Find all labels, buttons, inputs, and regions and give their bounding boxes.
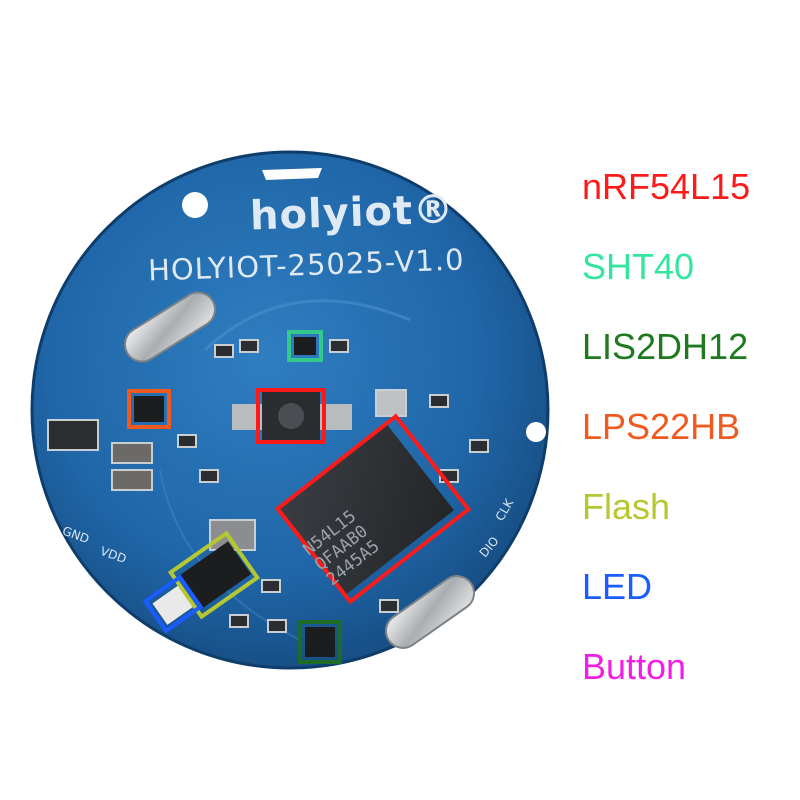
passive-components xyxy=(47,339,489,633)
led-component xyxy=(152,585,194,625)
flash-chip xyxy=(178,541,252,609)
lps22hb-chip xyxy=(134,396,164,422)
highlight-box-lis2dh12 xyxy=(298,620,342,664)
pcb-board-photo: holyiot® HOLYIOT-25025-V1.0 GND VDD CLK … xyxy=(30,150,550,670)
lis2dh12-chip xyxy=(305,627,335,657)
tactile-button xyxy=(232,392,352,440)
highlight-box-button xyxy=(256,388,326,444)
legend-item-sht40: SHT40 xyxy=(582,246,695,287)
component-legend: nRF54L15 SHT40 LIS2DH12 LPS22HB Flash LE… xyxy=(582,160,792,720)
pcb-board xyxy=(30,150,550,670)
highlight-box-led xyxy=(142,574,204,634)
highlight-box-lps22hb xyxy=(127,389,171,429)
highlight-box-nrf54l15 xyxy=(274,413,472,605)
legend-item-flash: Flash xyxy=(582,486,671,527)
board-brand-logo: holyiot® xyxy=(249,186,455,240)
legend-item-nrf54l15: nRF54L15 xyxy=(582,166,751,207)
legend-item-lps22hb: LPS22HB xyxy=(582,406,741,447)
sht40-chip xyxy=(294,337,316,355)
legend-item-button: Button xyxy=(582,646,687,687)
legend-item-lis2dh12: LIS2DH12 xyxy=(582,326,749,367)
highlight-box-sht40 xyxy=(287,330,323,362)
nrf54l15-chip xyxy=(275,423,455,597)
metal-clip-left xyxy=(124,291,216,363)
legend-item-led: LED xyxy=(582,566,653,607)
metal-clip-right xyxy=(384,575,476,649)
highlight-box-flash xyxy=(167,530,261,620)
